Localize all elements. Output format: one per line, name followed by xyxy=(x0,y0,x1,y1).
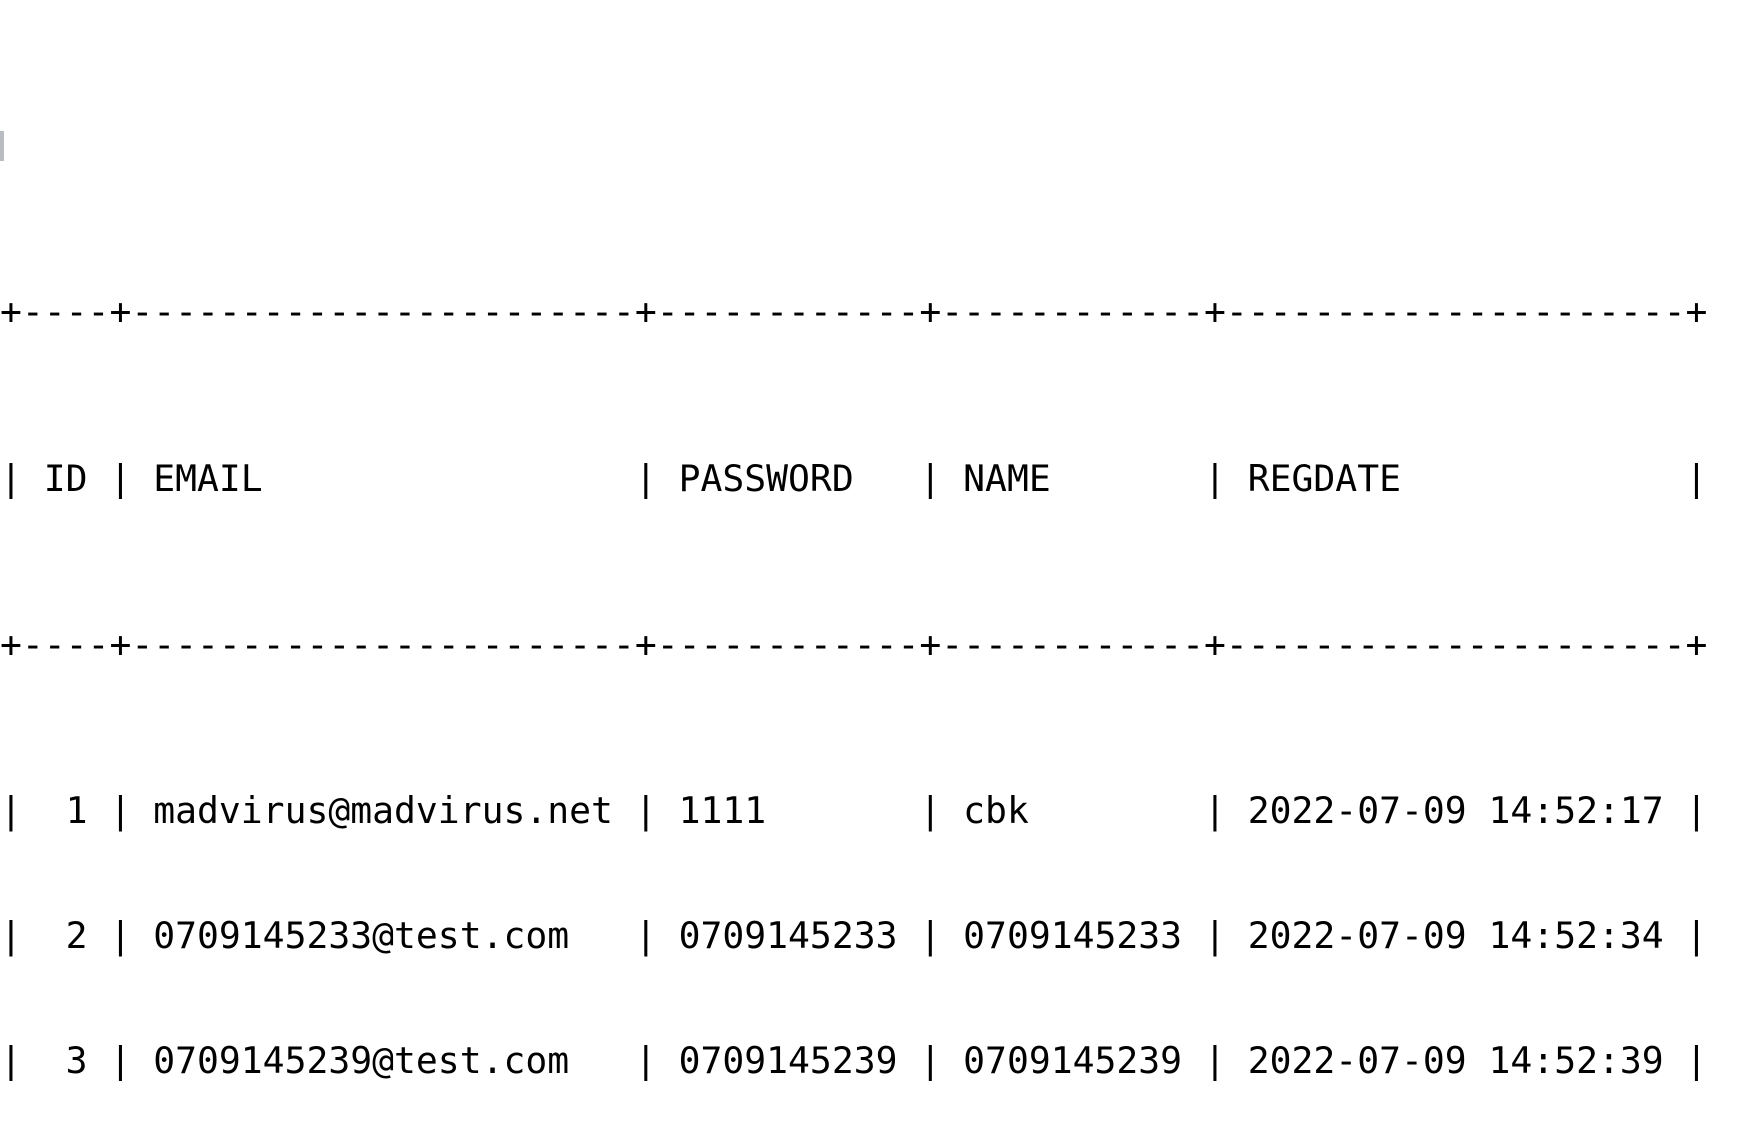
table-rule-top: +----+-----------------------+----------… xyxy=(0,291,1708,333)
mysql-prompt-line: mysql> select * from MEMBER; xyxy=(0,125,1742,167)
terminal-output-pane[interactable]: mysql> select * from MEMBER; +----+-----… xyxy=(0,0,1742,1081)
table-row: | 2 | 0709145233@test.com | 0709145233 |… xyxy=(0,915,1708,957)
prompt-command-text: mysql> select * from MEMBER; xyxy=(88,165,701,167)
table-row: | 1 | madvirus@madvirus.net | 1111 | cbk… xyxy=(0,790,1708,832)
table-header-row: | ID | EMAIL | PASSWORD | NAME | REGDATE… xyxy=(0,457,1708,500)
cursor-artifact xyxy=(0,130,4,161)
table-rule-header-separator: +----+-----------------------+----------… xyxy=(0,623,1708,666)
table-row: | 3 | 0709145239@test.com | 0709145239 |… xyxy=(0,1039,1708,1082)
